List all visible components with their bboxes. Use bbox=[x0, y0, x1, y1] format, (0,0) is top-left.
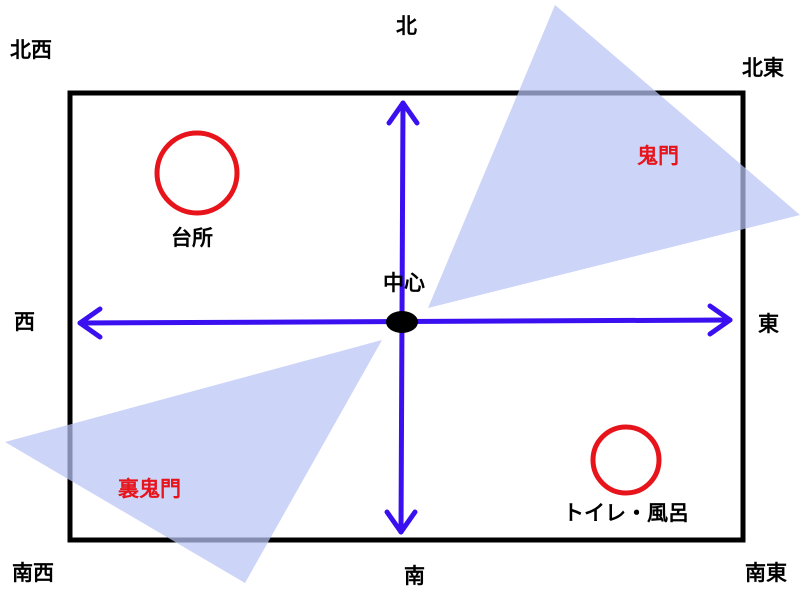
south-arrowhead bbox=[384, 509, 418, 535]
direction-northeast: 北東 bbox=[742, 56, 784, 80]
house-frame bbox=[67, 90, 746, 543]
kitchen-circle bbox=[154, 130, 240, 216]
direction-southwest: 南西 bbox=[12, 561, 54, 585]
west-arrowhead bbox=[77, 306, 103, 340]
direction-north: 北 bbox=[396, 14, 417, 38]
kitchen-label: 台所 bbox=[171, 226, 213, 250]
ura-kimon-wedge bbox=[5, 340, 382, 583]
east-arrowhead bbox=[707, 303, 733, 337]
direction-west: 西 bbox=[14, 310, 35, 334]
ura-kimon-label: 裏鬼門 bbox=[118, 477, 181, 501]
kimon-wedge bbox=[428, 5, 800, 308]
toilet-bath-circle bbox=[590, 424, 662, 496]
direction-southeast: 南東 bbox=[745, 561, 787, 585]
toilet-bath-label: トイレ・風呂 bbox=[563, 501, 689, 525]
kimon-label: 鬼門 bbox=[637, 144, 679, 168]
direction-south: 南 bbox=[404, 564, 425, 588]
center-label: 中心 bbox=[383, 271, 425, 295]
direction-northwest: 北西 bbox=[10, 38, 52, 62]
north-arrowhead bbox=[386, 100, 420, 126]
direction-east: 東 bbox=[758, 312, 779, 336]
center-dot bbox=[386, 311, 418, 333]
